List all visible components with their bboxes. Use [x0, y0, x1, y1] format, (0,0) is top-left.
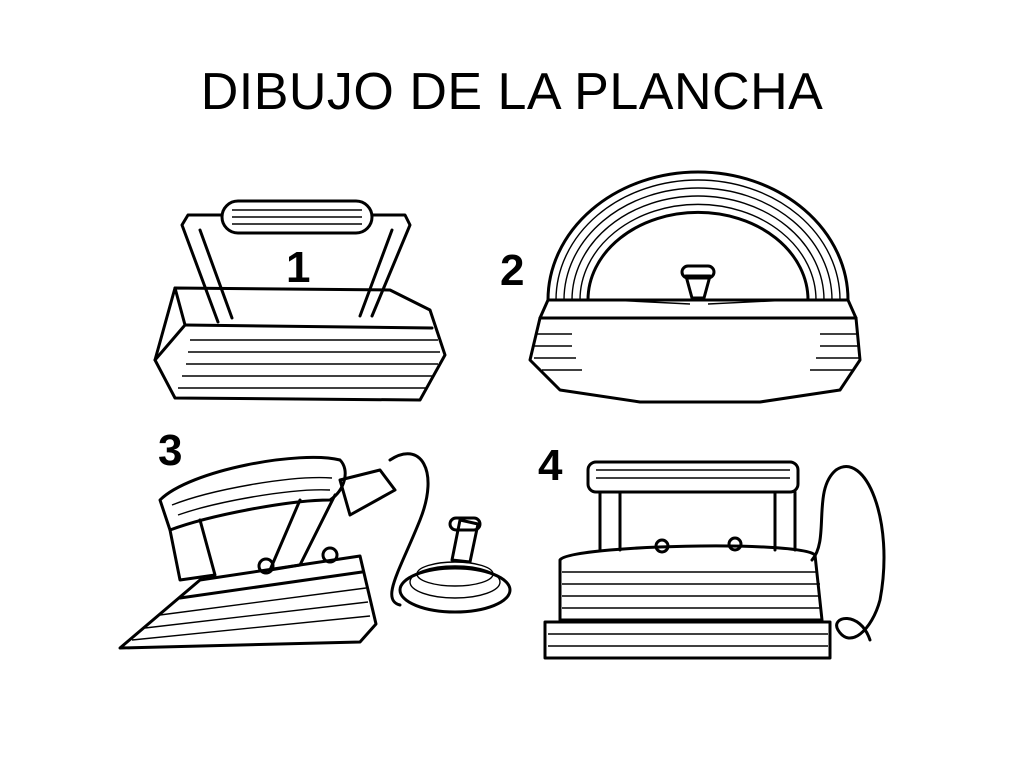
- arched-iron-icon: [528, 170, 862, 404]
- iron-4-number: 4: [538, 441, 563, 490]
- iron-2-number: 2: [500, 246, 524, 295]
- electric-iron-on-stand-icon: [543, 460, 886, 660]
- flat-iron-icon: [153, 199, 447, 402]
- iron-1-number: 1: [286, 243, 310, 292]
- iron-3-number: 3: [158, 426, 182, 475]
- electric-iron-with-cord-icon: [118, 452, 512, 650]
- slide-title: DIBUJO DE LA PLANCHA: [200, 63, 824, 121]
